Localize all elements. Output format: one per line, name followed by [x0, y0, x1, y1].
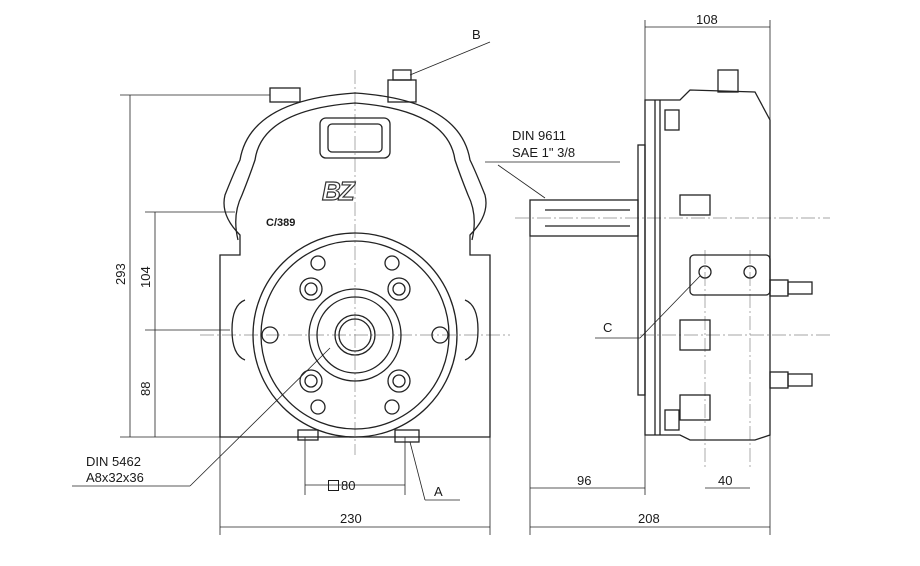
spline-standard: DIN 5462 [86, 454, 141, 469]
leader-lines [72, 41, 701, 501]
dim-height-total: 293 [113, 263, 128, 285]
side-view-body [529, 69, 813, 441]
dim-square-value: 80 [341, 478, 356, 493]
dim-shaft: 96 [577, 473, 592, 488]
dim-total: 208 [638, 511, 660, 526]
brand-logo: BZ [321, 175, 355, 206]
callout-c: C [603, 320, 613, 335]
bolt-holes [261, 255, 449, 415]
dim-square: 80 [328, 478, 355, 493]
callout-b: B [472, 27, 481, 42]
square-symbol-icon [328, 480, 339, 491]
front-view-body [219, 69, 491, 443]
dim-bolt: 40 [718, 473, 733, 488]
center-lines [200, 70, 830, 470]
dim-height-lower: 88 [138, 381, 153, 396]
dim-height-upper: 104 [138, 266, 153, 288]
spline-size: A8x32x36 [86, 470, 144, 485]
dim-depth-top: 108 [696, 12, 718, 27]
shaft-standard: DIN 9611 [512, 128, 566, 143]
dim-width: 230 [340, 511, 362, 526]
shaft-size: SAE 1" 3/8 [512, 145, 576, 160]
dimension-lines [120, 20, 771, 535]
model-label: C/389 [266, 217, 296, 229]
callout-a: A [434, 484, 443, 499]
